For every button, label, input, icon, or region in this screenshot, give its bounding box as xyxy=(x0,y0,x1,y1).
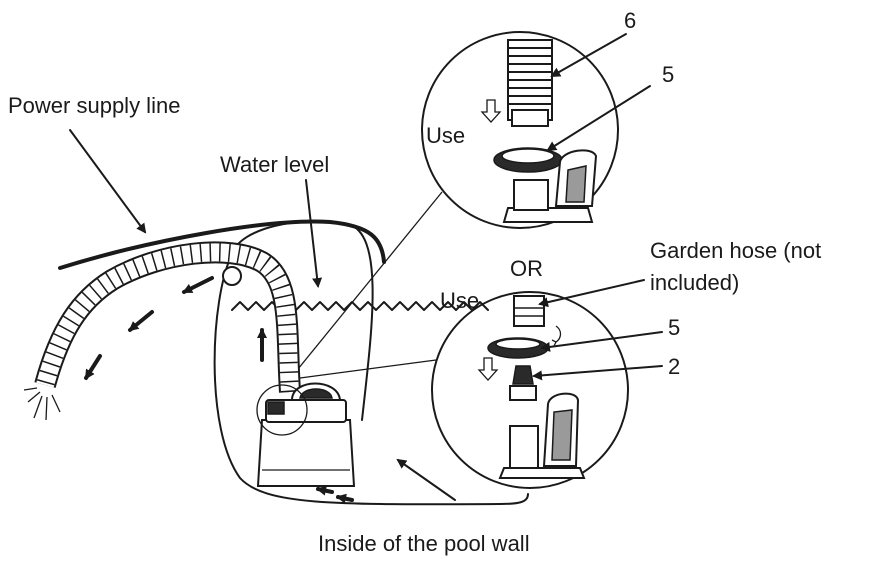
label-garden-hose-line1: Garden hose (not xyxy=(650,238,821,263)
detail-circle-top xyxy=(421,31,619,229)
flow-arrows xyxy=(84,276,354,504)
leader-garden-hose xyxy=(538,279,645,308)
discharge-hose xyxy=(34,241,301,393)
label-or: OR xyxy=(510,256,543,281)
rotate-icon xyxy=(551,325,562,347)
pump-icon xyxy=(256,382,356,487)
label-part-2: 2 xyxy=(668,354,680,379)
label-part-5-bottom: 5 xyxy=(668,315,680,340)
bottom-detail-adapter-5 xyxy=(487,337,549,359)
label-part-5-top: 5 xyxy=(662,62,674,87)
leader-part-2 xyxy=(532,365,663,381)
pool-wall xyxy=(213,253,529,506)
label-inside-pool-wall: Inside of the pool wall xyxy=(318,531,530,556)
water-spray-icon xyxy=(23,387,61,421)
leader-water-level xyxy=(305,179,323,288)
top-detail-pump-outlet xyxy=(502,149,598,223)
leader-part-5-bottom xyxy=(540,331,663,352)
label-power-supply-line: Power supply line xyxy=(8,93,180,118)
bottom-detail-pump-outlet xyxy=(498,392,586,479)
bottom-detail-garden-hose xyxy=(513,295,545,327)
label-use-top: Use xyxy=(426,123,465,148)
top-detail-adapter-5 xyxy=(493,147,563,173)
bottom-detail-connector-2 xyxy=(509,365,537,401)
leader-inside-pool xyxy=(396,458,456,501)
label-part-6: 6 xyxy=(624,8,636,33)
down-arrow-icon-bottom xyxy=(477,357,499,381)
leader-part-5-top xyxy=(546,85,651,152)
down-arrow-icon-top xyxy=(480,99,502,123)
top-detail-hose-6 xyxy=(507,39,553,127)
callout-line-top xyxy=(284,191,443,386)
detail-circle-bottom xyxy=(431,291,629,489)
leader-power-supply xyxy=(69,129,147,234)
label-use-bottom: Use xyxy=(440,288,479,313)
label-garden-hose-line2: included) xyxy=(650,270,739,295)
power-supply-cable xyxy=(58,219,386,270)
label-water-level: Water level xyxy=(220,152,329,177)
leader-part-6 xyxy=(550,33,627,77)
